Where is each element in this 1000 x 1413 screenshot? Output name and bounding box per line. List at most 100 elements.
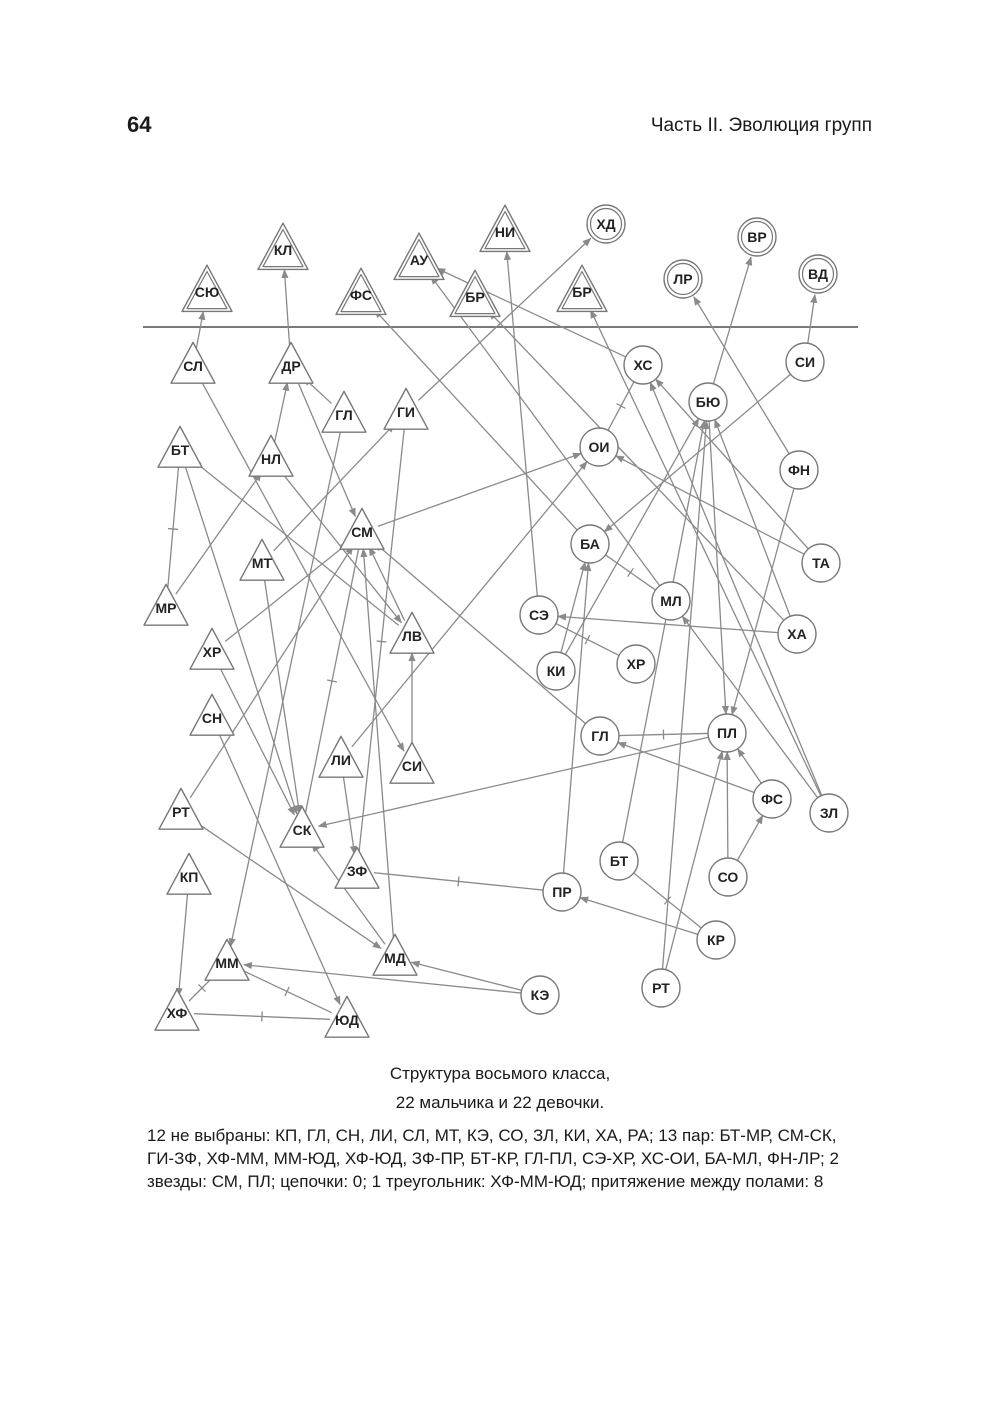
boy-node-triangle (143, 583, 189, 626)
inner-girl-node-circle (740, 220, 774, 254)
girl-node-circle (688, 382, 728, 422)
inner-boy-node-triangle (454, 275, 496, 315)
node-li: ЛИ (318, 735, 364, 778)
node-ba: БА (570, 524, 610, 564)
node-label: КП (180, 869, 199, 885)
girl-node-circle (707, 713, 747, 753)
node-label: МР (156, 600, 177, 616)
node-h-lr: ЛР (663, 259, 703, 299)
boy-node-triangle (189, 627, 235, 670)
outer-girl-node-circle (586, 204, 626, 244)
outer-boy-node-triangle (556, 264, 608, 313)
boy-node-triangle (389, 741, 435, 784)
node-label: ЮД (335, 1012, 359, 1028)
girl-node-circle (536, 651, 576, 691)
node-pr: ПР (542, 872, 582, 912)
boy-node-triangle (321, 390, 367, 433)
girl-node-circle (779, 450, 819, 490)
node-mr: МР (143, 583, 189, 626)
node-kp: КП (166, 852, 212, 895)
node-ml: МЛ (651, 581, 691, 621)
inner-girl-node-circle (801, 257, 835, 291)
node-label: СЭ (529, 607, 549, 623)
girl-node-circle (752, 779, 792, 819)
choice-arrow-sk-to-sm (304, 548, 360, 814)
node-fs-c: ФС (752, 779, 792, 819)
girl-node-circle (651, 581, 691, 621)
choice-arrow-pr-to-ba (562, 562, 592, 874)
choice-arrow-gl-c-to-sm (374, 542, 586, 725)
boy-node-triangle (372, 933, 418, 976)
outer-boy-node-triangle (393, 232, 445, 281)
boy-node-triangle (157, 425, 203, 468)
girl-node-circle (519, 595, 559, 635)
choice-arrow-li-to-zf (342, 776, 357, 856)
node-h-vd: ВД (798, 254, 838, 294)
outer-boy-node-triangle (335, 267, 387, 316)
choice-arrow-dr-to-h-kl (281, 269, 291, 350)
node-label: ДР (281, 358, 300, 374)
girl-node-circle (542, 872, 582, 912)
choice-arrow-md-to-sm (360, 548, 395, 942)
node-ke: КЭ (520, 975, 560, 1015)
node-sl: СЛ (170, 341, 216, 384)
choice-arrow-rt-t-to-md (194, 821, 382, 949)
node-ta: ТА (801, 543, 841, 583)
node-mm: ММ (204, 938, 250, 981)
girl-node-circle (696, 920, 736, 960)
node-h-au: АУ (393, 232, 445, 281)
choice-arrow-li-to-oi (351, 460, 588, 748)
girl-node-circle (801, 543, 841, 583)
choice-arrow-ba-to-h-fs (373, 309, 578, 531)
node-ha: ХА (777, 614, 817, 654)
girl-node-circle (785, 342, 825, 382)
node-h-vr: ВР (737, 217, 777, 257)
outer-girl-node-circle (737, 217, 777, 257)
choice-arrow-rt-c-to-pl (665, 750, 724, 970)
node-lv: ЛВ (389, 611, 435, 654)
choice-arrow-zl-to-hs (649, 381, 823, 796)
choice-arrow-fn-to-h-lr (693, 296, 790, 455)
node-label: ХД (596, 216, 615, 232)
node-label: ЗФ (347, 863, 367, 879)
choice-arrow-so-to-pl (723, 751, 731, 859)
edges-layer (166, 237, 823, 1022)
choice-arrow-hr-t-to-sm (224, 542, 350, 642)
node-label: ГИ (397, 404, 415, 420)
choice-arrow-ha-to-byu (714, 418, 791, 617)
inner-boy-node-triangle (262, 228, 304, 268)
choice-arrow-nl-to-dr (273, 381, 290, 443)
node-h-br2: БР (556, 264, 608, 313)
node-label: ХФ (167, 1005, 188, 1021)
node-label: ММ (215, 955, 238, 971)
choice-arrow-fn-to-pl (730, 488, 795, 716)
choice-arrow-zl-to-ml (681, 615, 819, 799)
node-label: АУ (410, 252, 429, 268)
girl-node-circle (580, 716, 620, 756)
node-mt: МТ (239, 538, 285, 581)
node-hs: ХС (623, 345, 663, 385)
boy-node-triangle (166, 852, 212, 895)
choice-arrow-hr-t-to-sk (219, 666, 295, 816)
node-label: ФС (761, 791, 783, 807)
node-label: РТ (172, 804, 190, 820)
node-zl: ЗЛ (809, 793, 849, 833)
node-label: БА (580, 536, 600, 552)
boy-node-triangle (239, 538, 285, 581)
node-label: КЛ (274, 242, 292, 258)
girl-node-circle (708, 857, 748, 897)
node-label: РТ (652, 980, 670, 996)
node-gl-t: ГЛ (321, 390, 367, 433)
choice-arrow-bt-c-to-byu (621, 419, 707, 843)
node-label: ХС (634, 357, 653, 373)
node-label: СН (202, 710, 222, 726)
node-label: ВР (747, 229, 766, 245)
choice-arrow-hf-to-yud (193, 1013, 331, 1020)
girl-node-circle (623, 345, 663, 385)
node-hr-c: ХР (616, 644, 656, 684)
outer-girl-node-circle (798, 254, 838, 294)
choice-arrow-ha-to-se (557, 613, 779, 634)
choice-arrow-ml-to-ba (605, 554, 656, 591)
node-label: ЛВ (402, 628, 422, 644)
